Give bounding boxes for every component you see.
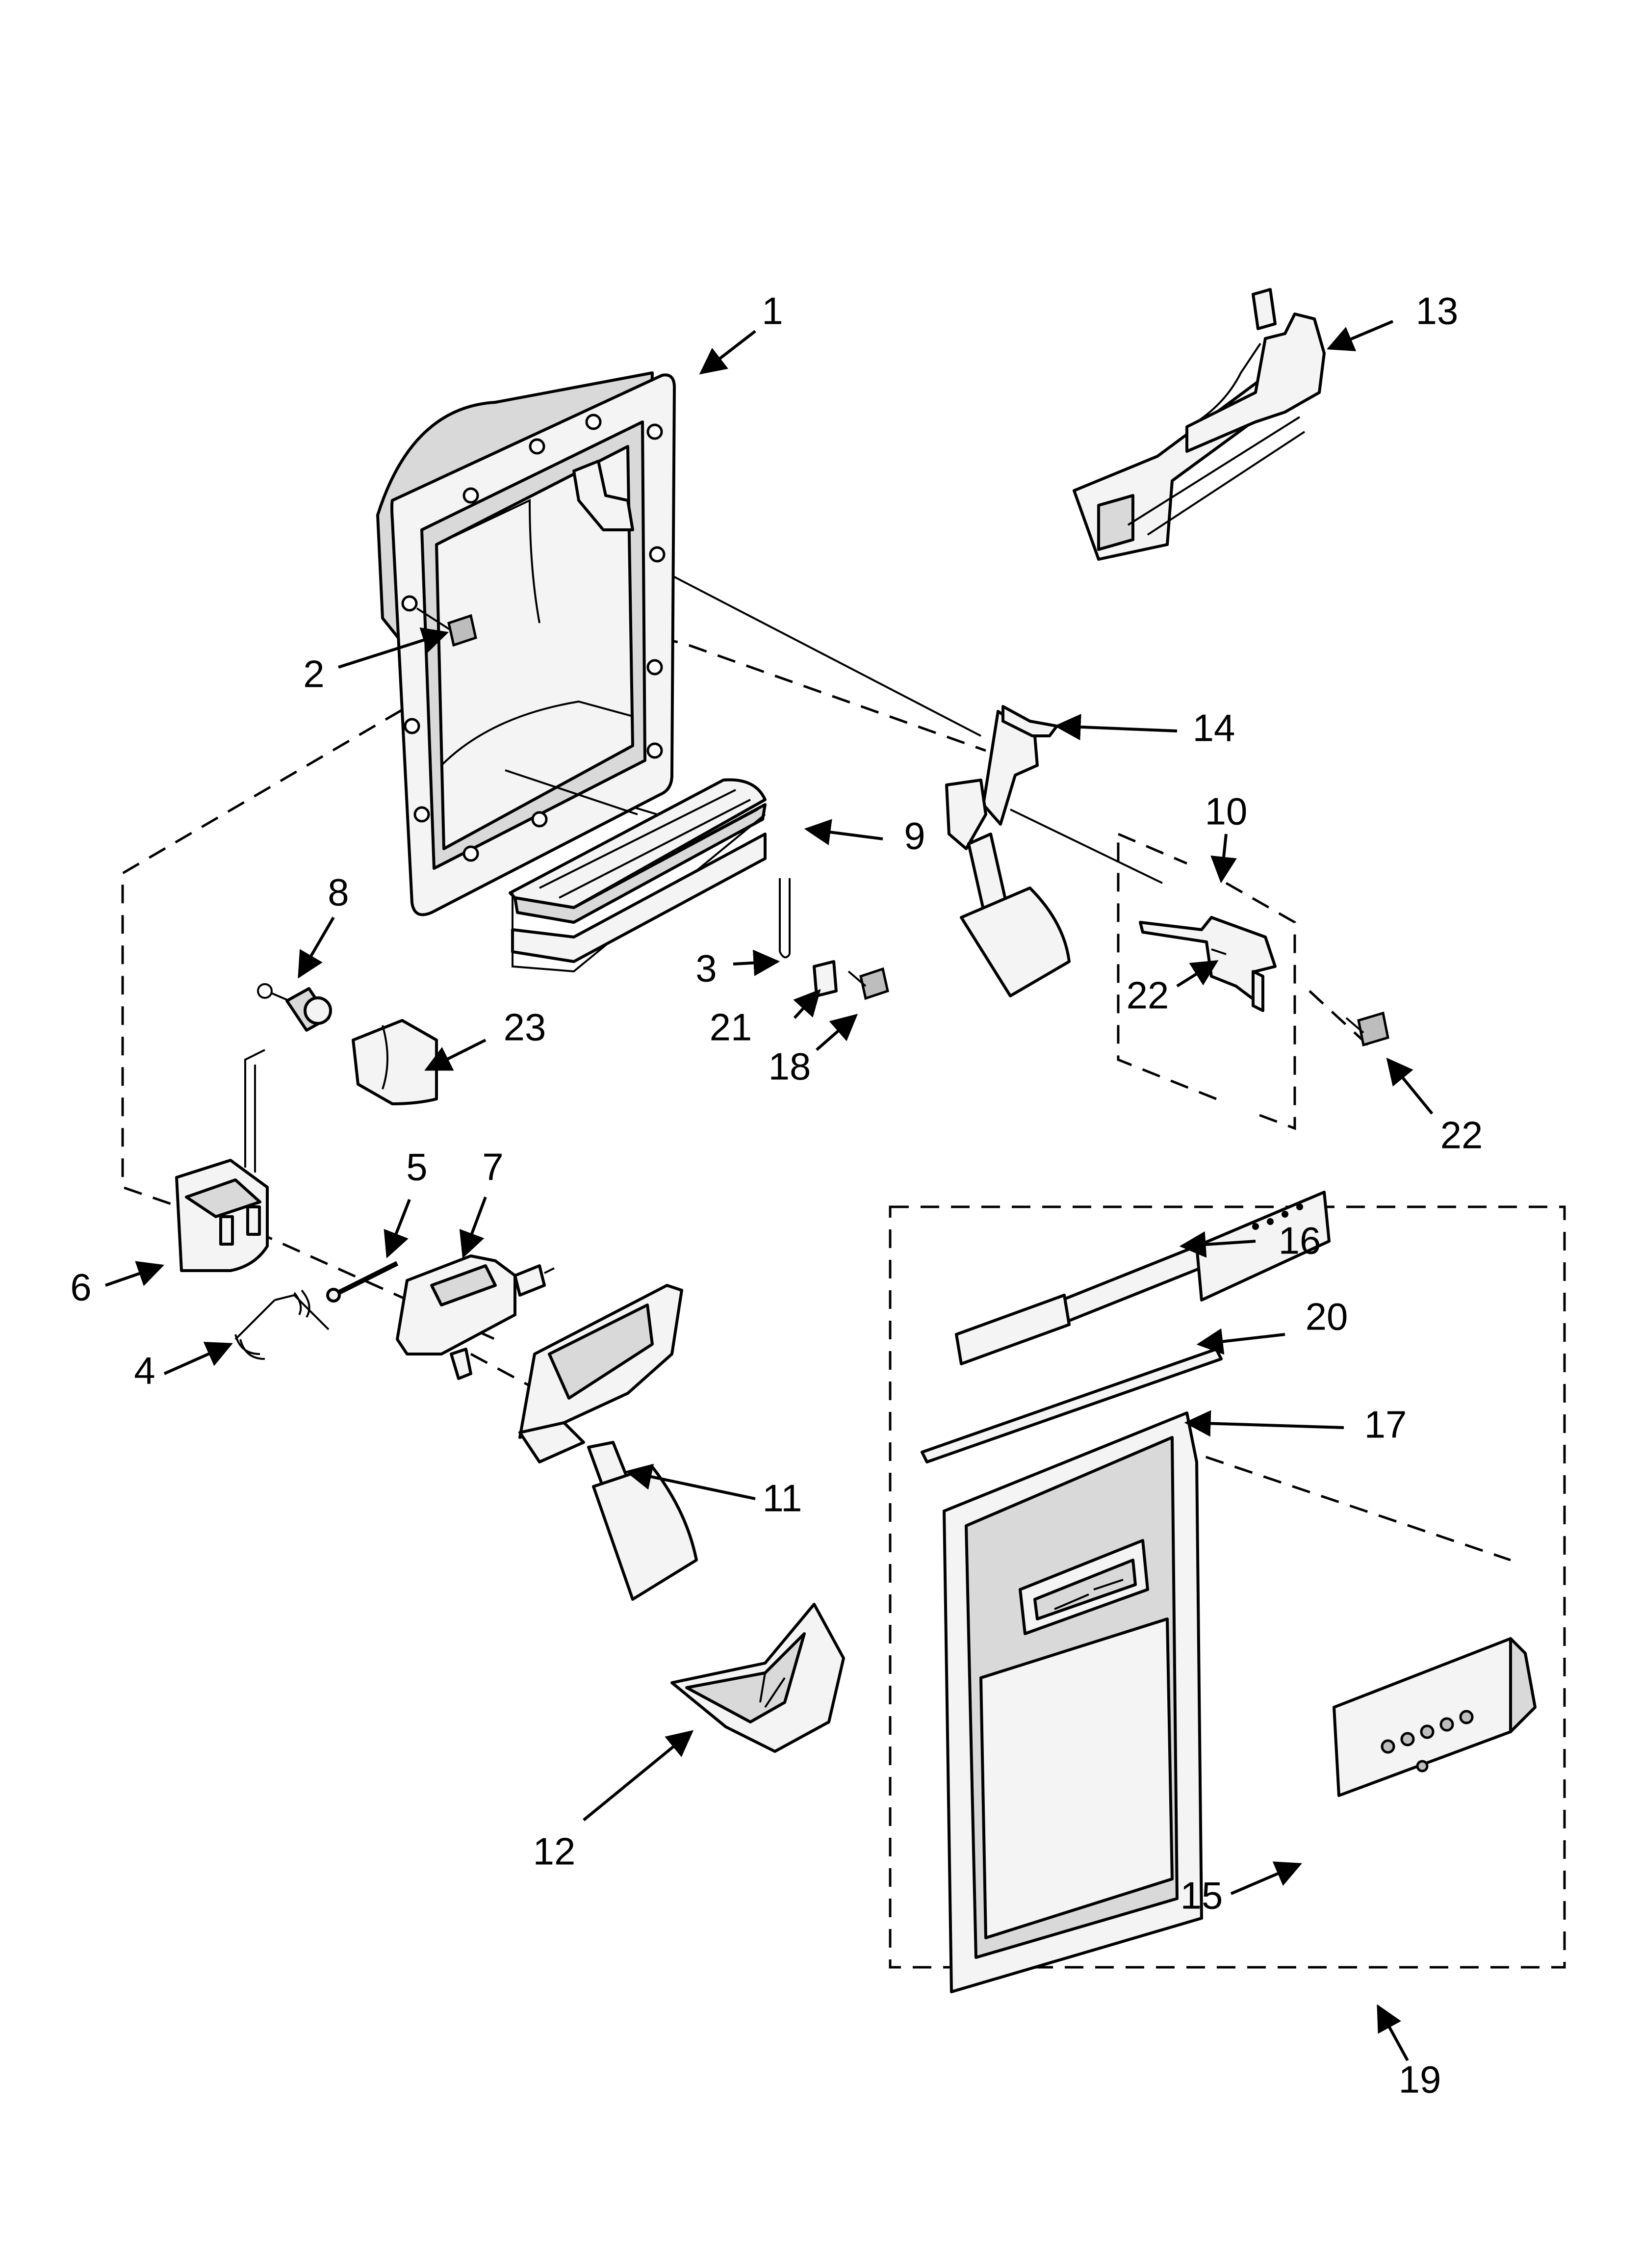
control-module-13 — [1073, 288, 1326, 561]
callout-10: 10 — [1205, 790, 1248, 833]
plate-21 — [813, 960, 838, 997]
callout-22-bracket: 22 — [1127, 974, 1169, 1017]
callout-12: 12 — [533, 1830, 576, 1873]
callout-22-screw: 22 — [1440, 1114, 1483, 1157]
callout-9: 9 — [904, 814, 925, 858]
control-board-16 — [955, 1191, 1331, 1365]
control-panel-15 — [1333, 1637, 1537, 1797]
cover-23 — [352, 1019, 438, 1105]
callout-21: 21 — [710, 1006, 752, 1049]
front-bezel-17 — [943, 1411, 1203, 1993]
callout-17: 17 — [1364, 1403, 1407, 1446]
callout-8: 8 — [328, 871, 349, 914]
bracket-22 — [1139, 916, 1277, 1012]
callout-2: 2 — [303, 652, 324, 696]
callout-5: 5 — [406, 1146, 427, 1189]
callout-19: 19 — [1399, 2058, 1441, 2101]
screw-2 — [416, 607, 477, 647]
screw-18 — [847, 967, 889, 1000]
motor-8 — [257, 983, 332, 1032]
switch-housing-7 — [396, 1254, 555, 1380]
callout-11: 11 — [763, 1477, 802, 1520]
dispenser-housing — [376, 371, 676, 916]
dispenser-lever-14 — [945, 705, 1071, 997]
callout-14: 14 — [1193, 706, 1235, 750]
pin-5 — [326, 1261, 399, 1303]
callout-7: 7 — [482, 1146, 503, 1189]
callout-6: 6 — [70, 1266, 91, 1309]
callout-18: 18 — [769, 1045, 811, 1088]
callout-labels: 1 2 3 4 5 6 7 8 9 10 11 12 13 14 15 16 1… — [70, 289, 1483, 2101]
callout-3: 3 — [695, 947, 717, 990]
drip-tray — [509, 778, 767, 973]
callout-23: 23 — [504, 1006, 546, 1049]
screw-22 — [1345, 1011, 1389, 1047]
spring-4 — [234, 1289, 330, 1360]
callout-1: 1 — [762, 289, 783, 333]
solenoid-6 — [175, 1049, 269, 1272]
callout-13: 13 — [1416, 289, 1459, 333]
water-lever-11 — [518, 1284, 698, 1601]
clip-3 — [779, 878, 791, 959]
strip-20 — [921, 1348, 1223, 1463]
callout-16: 16 — [1279, 1219, 1321, 1262]
callout-4: 4 — [134, 1349, 155, 1392]
callout-20: 20 — [1306, 1295, 1348, 1338]
leader-arrows — [105, 320, 1434, 2061]
funnel-12 — [670, 1603, 845, 1753]
callout-15: 15 — [1180, 1874, 1223, 1917]
